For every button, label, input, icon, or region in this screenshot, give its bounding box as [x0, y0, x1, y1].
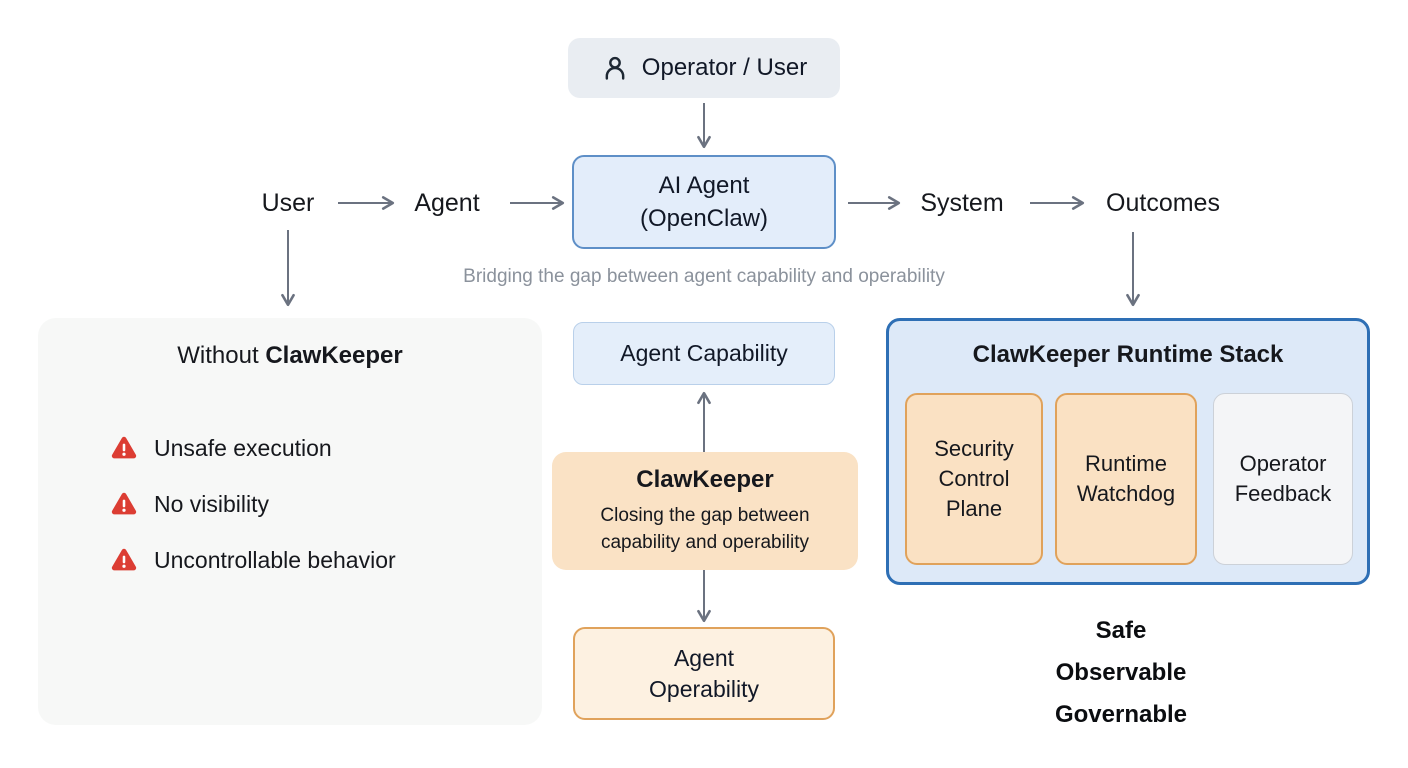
module-operator-feedback: Operator Feedback: [1213, 393, 1353, 565]
flow-label-system: System: [920, 188, 1004, 217]
clawkeeper-runtime-stack-panel: ClawKeeper Runtime Stack Security Contro…: [886, 318, 1370, 585]
operator-user-label: Operator / User: [641, 54, 808, 81]
operability-line2: Operability: [649, 675, 759, 702]
warning-icon: [111, 436, 137, 459]
without-panel-title: Without ClawKeeper: [38, 342, 542, 370]
flow-label-user: User: [261, 188, 315, 217]
clawkeeper-box: ClawKeeper Closing the gap between capab…: [552, 452, 858, 570]
ai-agent-box: AI Agent (OpenClaw): [572, 155, 836, 249]
agent-operability-box: Agent Operability: [573, 627, 835, 720]
ai-agent-line1: AI Agent: [658, 172, 750, 199]
without-title-prefix: Without: [177, 342, 259, 369]
operability-line1: Agent: [673, 644, 735, 671]
quality-observable: Observable: [1055, 659, 1187, 686]
module-runtime-watchdog: Runtime Watchdog: [1055, 393, 1197, 565]
warning-item: No visibility: [110, 490, 269, 518]
warning-icon: [111, 548, 137, 571]
without-title-bold: ClawKeeper: [265, 342, 403, 369]
quality-safe: Safe: [1095, 617, 1147, 644]
warning-icon: [111, 492, 137, 515]
quality-governable: Governable: [1054, 701, 1188, 728]
warning-item-label: No visibility: [154, 490, 270, 517]
agent-capability-box: Agent Capability: [573, 322, 835, 385]
clawkeeper-title: ClawKeeper: [636, 466, 774, 493]
ai-agent-line2: (OpenClaw): [639, 205, 769, 232]
user-icon: [605, 56, 625, 80]
warning-item-label: Uncontrollable behavior: [154, 546, 396, 573]
operator-user-box: Operator / User: [568, 38, 840, 98]
bridging-subtitle: Bridging the gap between agent capabilit…: [463, 266, 945, 287]
runtime-stack-title: ClawKeeper Runtime Stack: [972, 341, 1284, 368]
clawkeeper-subtitle: Closing the gap between capability and o…: [600, 505, 810, 553]
warning-item-label: Unsafe execution: [154, 434, 332, 461]
flow-label-agent: Agent: [414, 188, 480, 217]
qualities-list: Safe Observable Governable: [971, 610, 1271, 736]
warning-item: Unsafe execution: [110, 434, 332, 462]
without-clawkeeper-panel: Without ClawKeeper Unsafe execution No v…: [38, 318, 542, 725]
flow-label-outcomes: Outcomes: [1106, 188, 1220, 217]
module-security-control-plane: Security Control Plane: [905, 393, 1043, 565]
warning-item: Uncontrollable behavior: [110, 546, 396, 574]
